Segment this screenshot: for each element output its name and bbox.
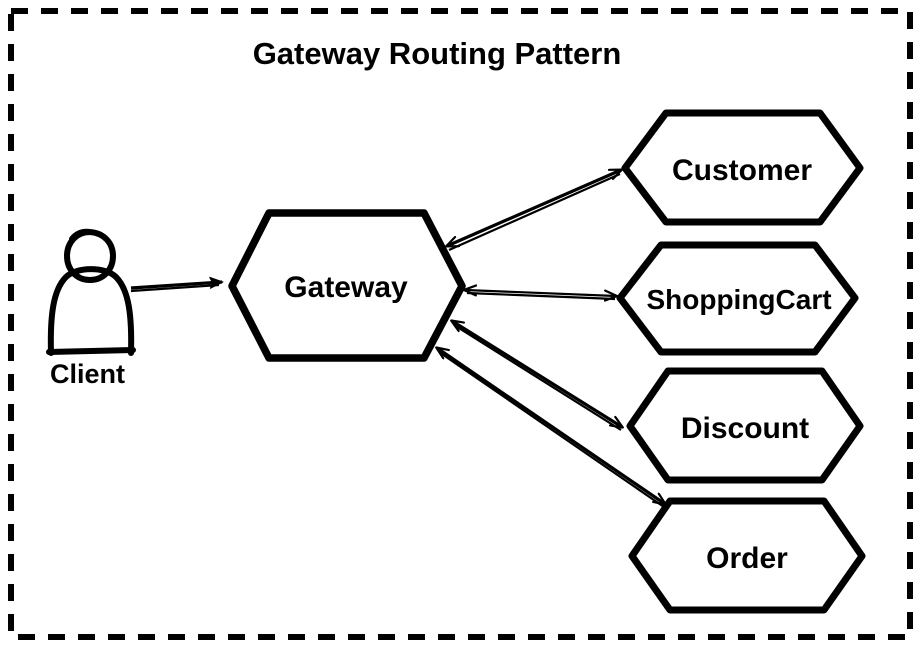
client-actor: Client [46, 228, 136, 389]
client-label: Client [50, 359, 125, 389]
node-order: Order [628, 497, 866, 614]
node-gateway: Gateway [228, 209, 466, 362]
discount-label: Discount [681, 412, 809, 445]
node-shoppingcart: ShoppingCart [616, 241, 859, 356]
connection-gateway-customer [447, 170, 621, 252]
order-label: Order [706, 542, 788, 575]
node-discount: Discount [626, 367, 864, 484]
node-customer: Customer [621, 109, 864, 226]
connection-client-gateway [130, 276, 224, 293]
customer-hexagon-shape [621, 109, 864, 226]
connection-gateway-order [437, 348, 665, 508]
person-body-icon [47, 266, 135, 356]
shoppingcart-label: ShoppingCart [646, 284, 831, 315]
person-base-icon [46, 347, 136, 355]
order-hexagon-shape [628, 497, 866, 614]
customer-label: Customer [672, 154, 812, 187]
diagram-title: Gateway Routing Pattern [253, 36, 622, 71]
discount-hexagon-shape [626, 367, 864, 484]
diagram-frame [8, 8, 913, 640]
shoppingcart-hexagon-shape [616, 241, 859, 356]
gateway-hexagon-shape [228, 209, 466, 362]
connection-gateway-shoppingcart [465, 290, 616, 299]
gateway-label: Gateway [284, 271, 408, 304]
